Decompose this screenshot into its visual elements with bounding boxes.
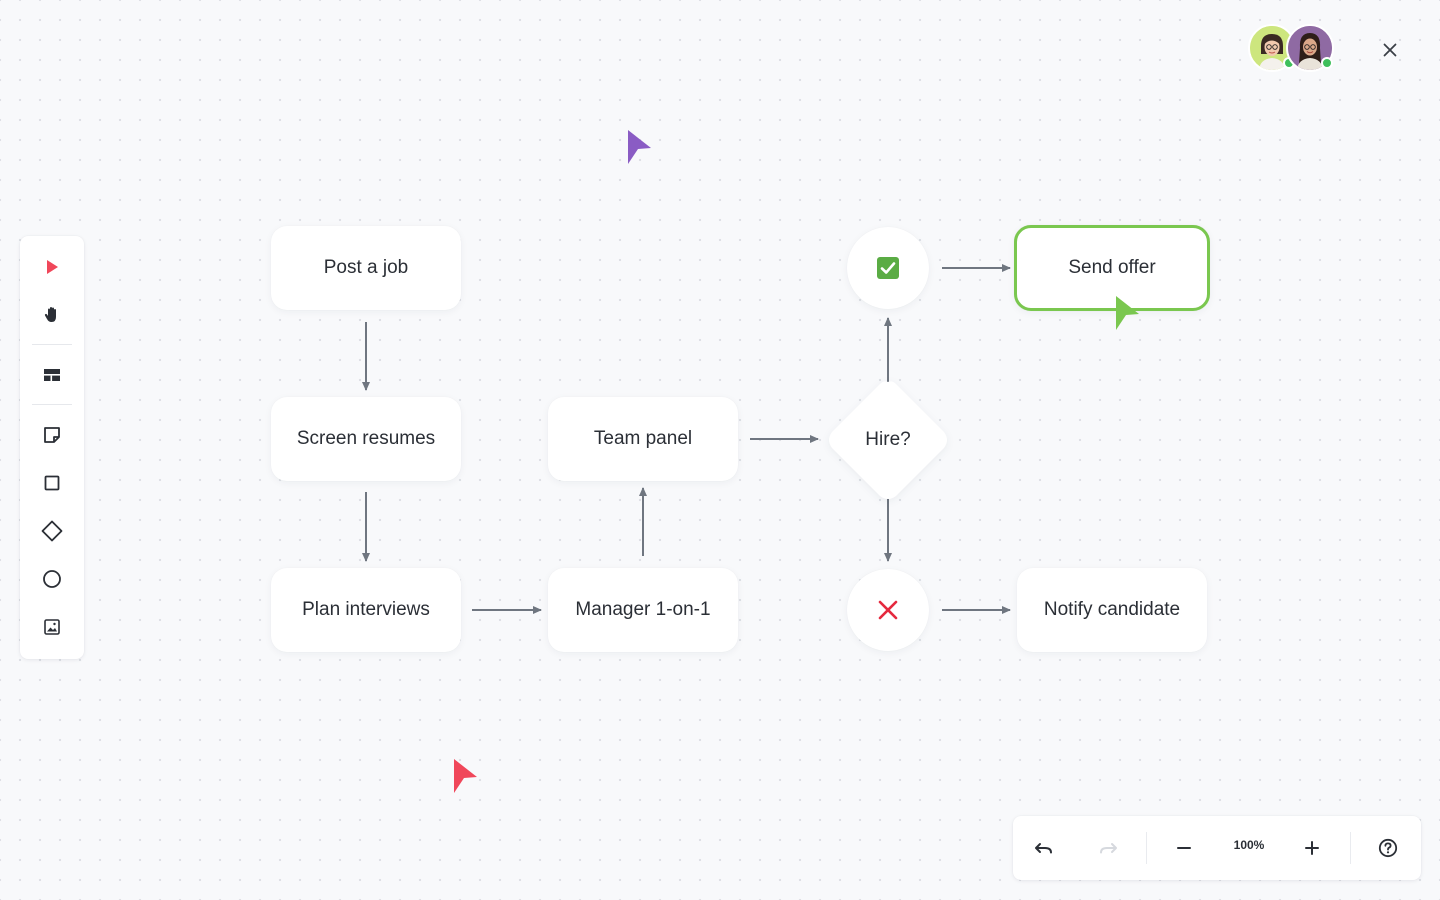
node-label: Send offer <box>1068 257 1156 278</box>
zoom-level: 100% <box>1233 838 1265 852</box>
node-label: Screen resumes <box>296 428 436 449</box>
node-label: Team panel <box>593 428 693 449</box>
toolbar-divider <box>32 344 72 345</box>
circle-tool[interactable] <box>40 567 64 591</box>
avatar[interactable] <box>1286 24 1334 72</box>
toolbar-divider <box>32 404 72 405</box>
diamond-tool[interactable] <box>40 519 64 543</box>
node-plan-interviews[interactable]: Plan interviews <box>271 568 461 652</box>
node-reject[interactable] <box>847 569 929 651</box>
pointer-icon <box>47 260 58 274</box>
node-team-panel[interactable]: Team panel <box>548 397 738 481</box>
node-label: Plan interviews <box>302 599 430 620</box>
undo-button[interactable] <box>1032 836 1056 860</box>
circle-icon <box>43 570 61 588</box>
cursor-purple-icon <box>628 130 651 164</box>
image-icon <box>44 619 60 635</box>
node-approve[interactable] <box>847 227 929 309</box>
rectangle-icon <box>44 475 60 491</box>
node-label: Notify candidate <box>1043 599 1181 620</box>
select-tool[interactable] <box>40 255 64 279</box>
node-manager-1-on-1[interactable]: Manager 1-on-1 <box>548 568 738 652</box>
zoom-out-button[interactable] <box>1172 836 1196 860</box>
tool-palette <box>20 236 84 659</box>
help-button[interactable] <box>1376 836 1400 860</box>
hand-icon <box>44 307 56 322</box>
node-hire-decision[interactable]: Hire? <box>826 378 950 502</box>
rectangle-tool[interactable] <box>40 471 64 495</box>
bar-divider <box>1146 832 1147 864</box>
node-send-offer[interactable]: Send offer <box>1014 225 1210 311</box>
close-icon <box>1383 43 1397 57</box>
avatar[interactable] <box>1248 24 1296 72</box>
hand-tool[interactable] <box>40 303 64 327</box>
sticky-note-tool[interactable] <box>40 423 64 447</box>
node-notify-candidate[interactable]: Notify candidate <box>1017 568 1207 652</box>
sticky-note-icon <box>44 427 60 443</box>
frame-tool[interactable] <box>40 363 64 387</box>
check-icon <box>877 257 899 279</box>
zoom-in-button[interactable] <box>1300 836 1324 860</box>
x-icon <box>878 600 898 620</box>
frame-icon <box>44 369 60 381</box>
minus-icon <box>1177 847 1191 849</box>
cursor-red-icon <box>454 759 477 793</box>
node-label: Hire? <box>865 429 911 450</box>
redo-button[interactable] <box>1096 836 1120 860</box>
online-status-indicator <box>1321 57 1333 69</box>
close-button[interactable] <box>1376 36 1404 64</box>
plus-icon <box>1305 841 1319 855</box>
node-screen-resumes[interactable]: Screen resumes <box>271 397 461 481</box>
image-tool[interactable] <box>40 615 64 639</box>
node-label: Post a job <box>323 257 409 278</box>
redo-icon <box>1100 843 1117 854</box>
diamond-icon <box>41 520 63 542</box>
undo-icon <box>1035 843 1052 854</box>
cursor-green-icon <box>1116 296 1139 330</box>
diamond-shape <box>829 381 947 499</box>
node-label: Manager 1-on-1 <box>575 599 711 620</box>
zoom-history-bar: 100% <box>1013 816 1421 880</box>
help-icon <box>1378 838 1398 858</box>
bar-divider <box>1350 832 1351 864</box>
node-post-a-job[interactable]: Post a job <box>271 226 461 310</box>
